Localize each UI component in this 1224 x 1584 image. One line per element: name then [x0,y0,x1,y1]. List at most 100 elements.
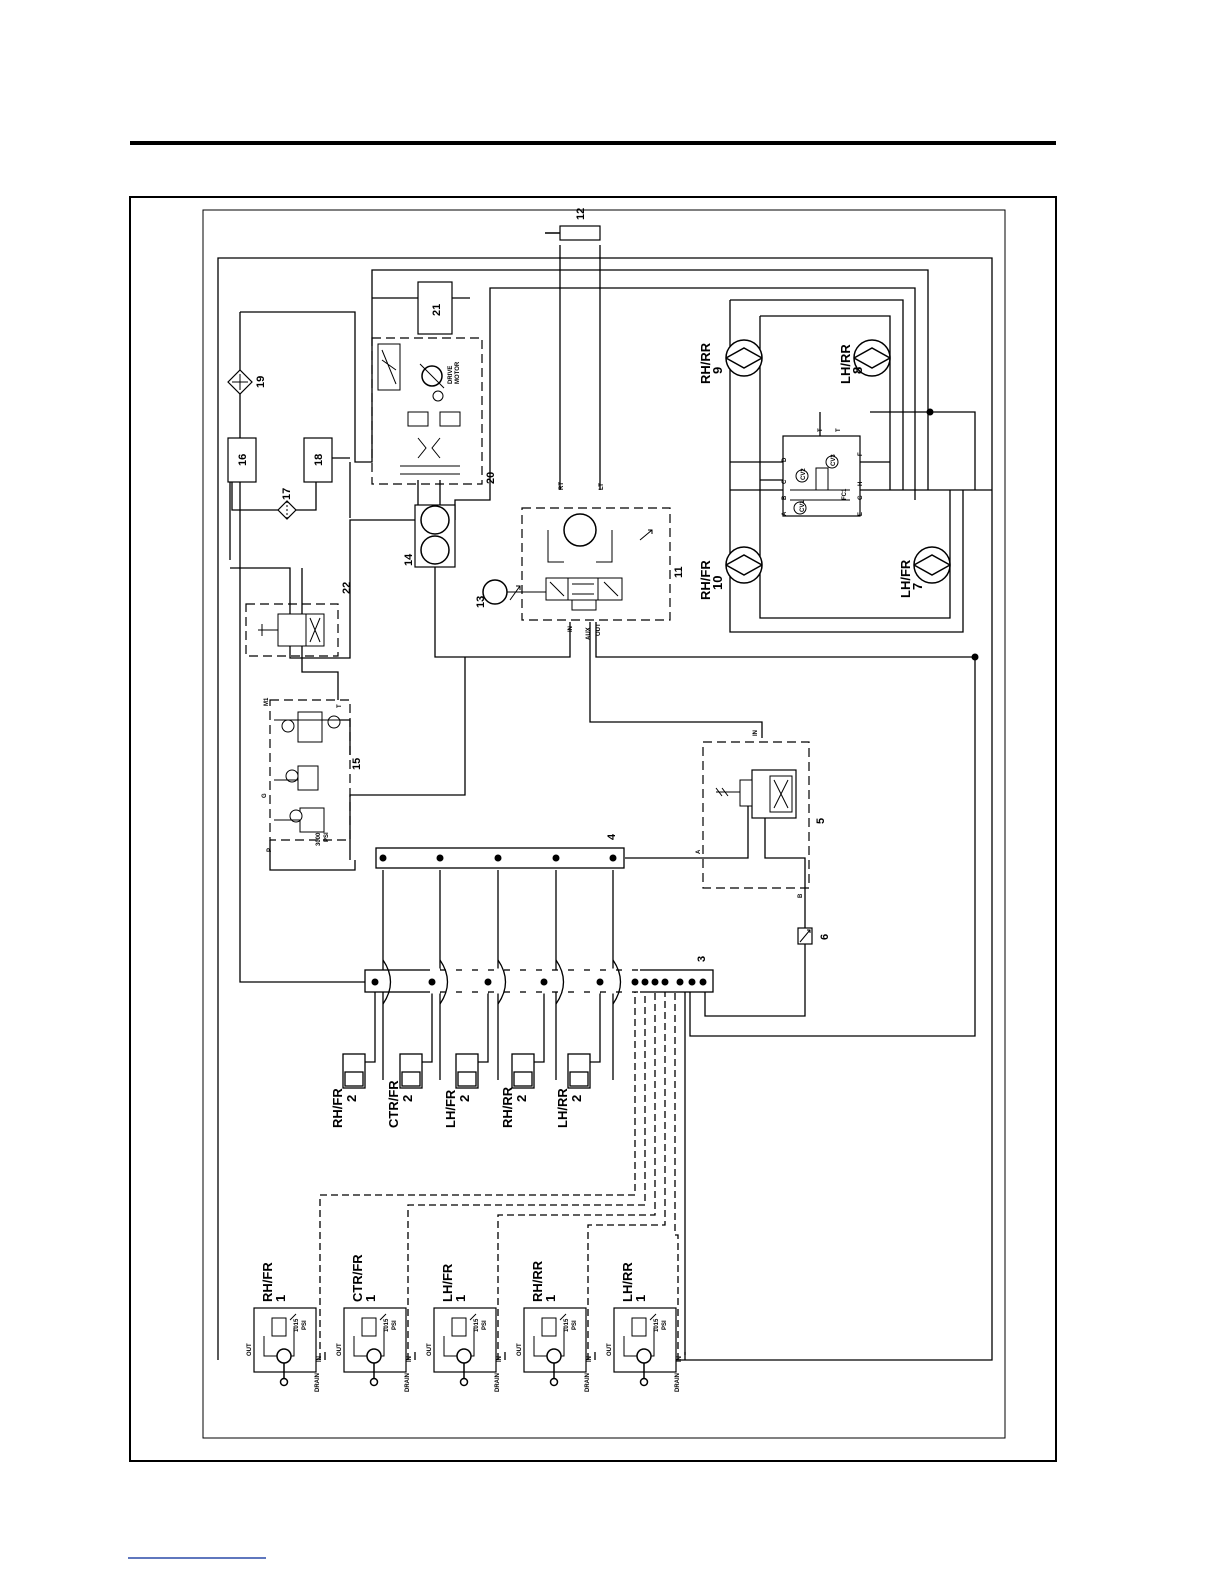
motor-7-lh-fr [913,546,951,584]
label-21: 21 [431,304,443,316]
label-20: 20 [485,472,497,484]
port-drain-4: DRAIN [585,1373,591,1392]
tank-21: 21 [417,281,453,335]
inner-frame [202,209,1006,1439]
unit-1: PSI [302,1320,308,1330]
cyl-label-lh-rr: LH/RR [555,1088,570,1128]
relief-valve-rh-rr [523,1307,587,1387]
manifold-3: 3 [364,956,714,1005]
manifold-15: 15 M1 T G P 3000 PSI [262,697,363,852]
cylinder-lh-fr [455,1053,479,1089]
label-11: 11 [673,566,685,578]
relief-num-lh-rr: 1 [633,1295,648,1302]
port-t-15: T [337,704,343,708]
setting-2: 1015 [384,1318,390,1332]
motor-label-8: LH/RR [838,344,853,384]
label-4: 4 [606,833,618,840]
pump-text-1: DRIVE [448,366,454,384]
port-e-mb: E [858,512,864,516]
label-6: 6 [819,934,831,940]
relief-num-rh-fr: 1 [273,1295,288,1302]
port-drain-5: DRAIN [675,1373,681,1392]
port-aux-11: AUX [586,627,592,640]
port-p-15: P [267,848,273,852]
cyl-label-lh-fr: LH/FR [443,1089,458,1128]
unit-5: PSI [662,1320,668,1330]
cylinders-2 [342,1053,591,1089]
port-rt: RT [559,482,565,490]
cylinder-lh-rr [567,1053,591,1089]
cyl-label-ctr-fr: CTR/FR [386,1080,401,1128]
code-cv2: CV2 [801,468,807,480]
port-a-mb: A [782,511,788,516]
port-in-5: IN [677,1356,683,1362]
port-d-mb: D [782,457,788,462]
motor-9-rh-rr [725,339,763,377]
relief-valves-1 [253,1307,677,1387]
code-fc1: FC1 [842,488,848,500]
motor-num-9: 9 [710,367,725,374]
label-16: 16 [237,454,249,466]
manifold-4: 4 [375,833,625,869]
pump-14: 14 [403,504,456,568]
valve-22: 22 [245,582,353,657]
relief-label-rh-fr: RH/FR [260,1262,275,1302]
cooler-19: 19 [227,369,267,395]
port-out-5: OUT [607,1343,613,1356]
motor-num-7: 7 [910,583,925,590]
outer-frame [129,196,1057,1462]
port-in-11: IN [568,626,574,632]
port-in-2: IN [407,1356,413,1362]
label-13: 13 [475,596,487,608]
label-22: 22 [341,582,353,594]
pump-20: 20 DRIVE MOTOR [371,337,497,485]
cyl-num-rh-fr: 2 [344,1095,359,1102]
port-c-mb: C [782,479,788,484]
relief-num-ctr-fr: 1 [363,1295,378,1302]
accumulator-13: 13 [475,579,546,608]
label-12: 12 [575,208,587,220]
relief-label-lh-fr: LH/FR [440,1263,455,1302]
label-17: 17 [281,488,293,500]
relief-valve-rh-fr [253,1307,317,1387]
relief-num-lh-fr: 1 [453,1295,468,1302]
hydraulic-lines [217,245,993,1361]
port-out-1: OUT [247,1343,253,1356]
filter-17: 17 [277,488,297,520]
drain-lines [319,985,679,1360]
port-g-mb: G [858,495,864,500]
code-cv3: CV3 [831,454,837,466]
port-a-5: A [696,849,702,854]
flow-valve-6: 6 [797,927,831,945]
valve-5: 5 IN A B [696,730,827,898]
code-cv1: CV1 [800,500,806,512]
cyl-label-rh-fr: RH/FR [330,1088,345,1128]
port-drain-1: DRAIN [315,1373,321,1392]
cylinder-ctr-fr [399,1053,423,1089]
motor-label-7: LH/FR [898,559,913,598]
port-t-mb: T [836,428,842,432]
relief-valve-ctr-fr [343,1307,407,1387]
relief-label-ctr-fr: CTR/FR [350,1254,365,1302]
wheel-motors [725,339,951,584]
cyl-num-rh-rr: 2 [514,1095,529,1102]
port-b-mb: B [782,495,788,500]
port-h-mb: H [858,482,864,486]
port-lt: LT [599,483,605,490]
port-out-11: OUT [596,623,602,636]
label-18: 18 [313,454,325,466]
relief-num-rh-rr: 1 [543,1295,558,1302]
component-16: 16 [227,437,257,483]
setting-4: 1015 [564,1318,570,1332]
port-in-5v: IN [753,730,759,736]
unit-15: PSI [324,832,330,842]
unit-3: PSI [482,1320,488,1330]
motor-10-rh-fr [725,546,763,584]
label-19: 19 [255,376,267,388]
port-b-5: B [798,893,804,898]
label-5: 5 [815,818,827,824]
relief-valve-lh-fr [433,1307,497,1387]
motor-valve-block: CV1 CV2 FC1 CV3 A B C D E G H F T T [782,428,864,517]
port-g-15: G [262,793,268,798]
port-in-4: IN [587,1356,593,1362]
